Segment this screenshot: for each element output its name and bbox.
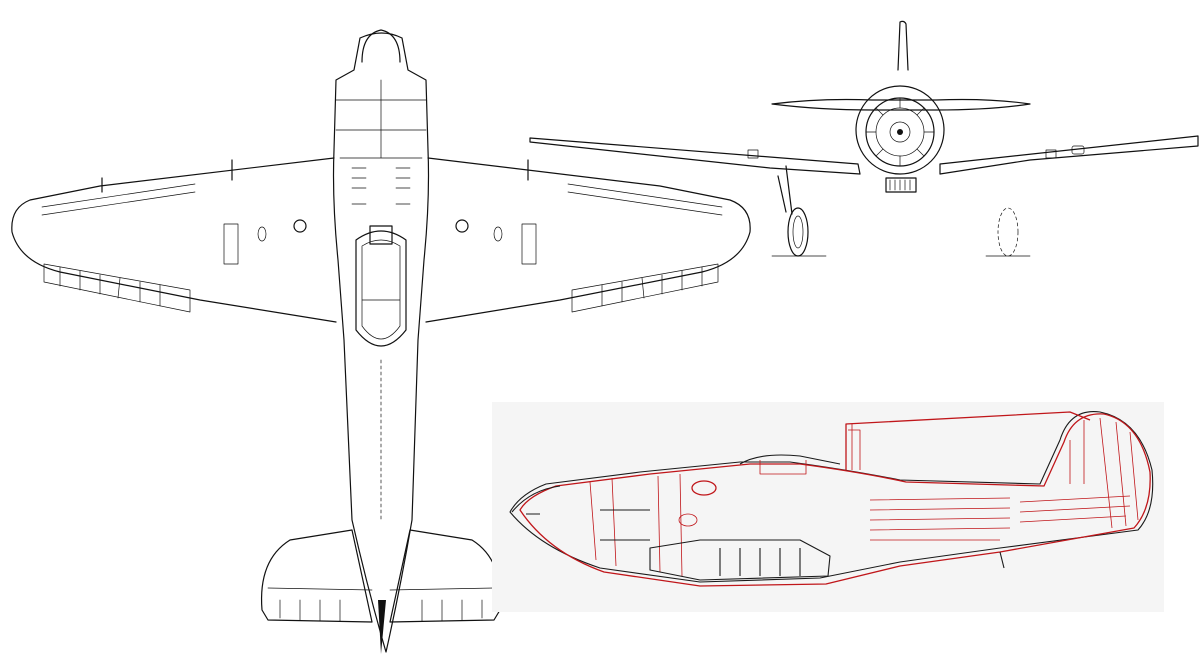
front-fin bbox=[897, 20, 909, 71]
rudder bbox=[378, 600, 386, 654]
right-wing-outline bbox=[425, 157, 751, 323]
cutaway-panel bbox=[492, 402, 1164, 612]
red-overlay-outline[interactable] bbox=[519, 413, 1151, 587]
canopy bbox=[355, 230, 407, 347]
left-stabilizer bbox=[260, 529, 373, 623]
right-aileron bbox=[571, 263, 719, 313]
front-view bbox=[529, 20, 1199, 257]
front-wing-left bbox=[529, 137, 861, 175]
side-cutaway-view bbox=[492, 402, 1164, 612]
wheel-right-retracted bbox=[997, 207, 1019, 257]
spinner bbox=[361, 29, 401, 63]
plan-view bbox=[11, 29, 751, 654]
right-stabilizer bbox=[389, 529, 502, 623]
left-aileron bbox=[43, 263, 191, 313]
front-wing-right bbox=[939, 135, 1199, 175]
engine-cowl bbox=[855, 85, 945, 175]
front-tailplane bbox=[771, 98, 1031, 111]
wing-root-section bbox=[649, 539, 831, 581]
fuselage-outline bbox=[332, 32, 430, 653]
wheel-left bbox=[787, 207, 809, 257]
left-wing-outline bbox=[11, 157, 337, 323]
landing-gear-left bbox=[785, 165, 793, 215]
side-canopy bbox=[739, 454, 841, 465]
radiator bbox=[885, 177, 917, 193]
side-profile-outline bbox=[509, 411, 1154, 583]
